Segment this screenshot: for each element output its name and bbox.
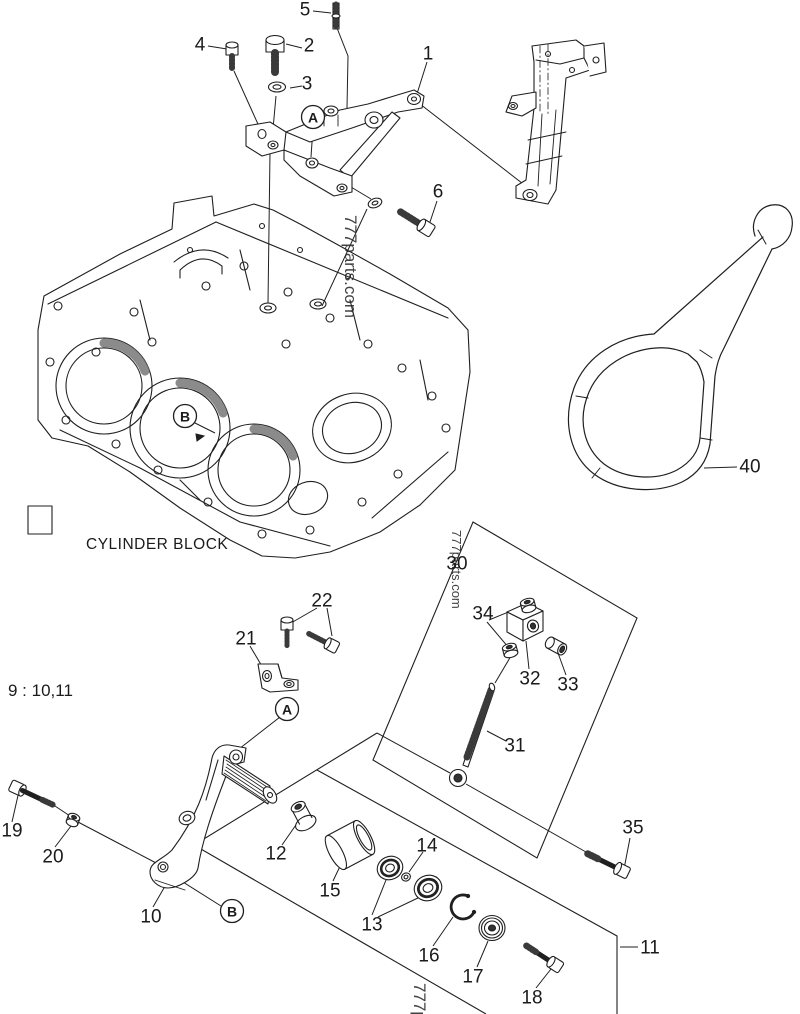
view-marker-a-1: A [274,696,300,722]
stud-5-drawing [331,1,341,31]
block-bolt-holes [45,222,451,539]
washer-14-drawing [401,872,411,882]
nut-34a-drawing [519,597,537,614]
bracket-assembly-drawing [225,1,436,238]
leader-lines [11,10,738,989]
callout-30: 30 [446,554,467,575]
pulley-17-drawing [478,914,506,942]
callout-15: 15 [319,881,340,902]
callout-4: 4 [195,35,206,56]
bearing-13b-drawing [413,874,443,902]
block-32-drawing [506,602,544,642]
callout-6: 6 [433,182,444,203]
callout-32: 32 [519,669,540,690]
callout-13: 13 [361,915,382,936]
callout-11: 11 [640,938,660,959]
callout-14: 14 [416,836,438,857]
pulley-kit-drawing [290,800,631,974]
bolt-6-drawing [395,207,436,238]
callout-40: 40 [739,457,760,478]
callout-1: 1 [423,44,434,65]
callout-10: 10 [140,907,161,928]
sleeve-15-drawing [324,819,376,871]
svg-text:A: A [308,110,318,126]
pulley-parts-box-right [316,769,618,1014]
callout-18: 18 [521,988,542,1009]
view-markers: A A B B [172,104,326,924]
bolt-22a-drawing [280,616,294,649]
callout-34: 34 [472,604,494,625]
callout-16: 16 [418,946,439,967]
belt-drawing [567,204,793,491]
nut-34b-drawing [501,642,519,659]
callout-33: 33 [557,675,578,696]
svg-text:A: A [282,702,292,718]
view-b-arrowhead [195,433,206,442]
bolt-4-drawing [225,41,239,73]
callout-31: 31 [504,736,525,757]
callout-22: 22 [311,591,332,612]
view-marker-a-0: A [300,104,326,130]
callout-21: 21 [235,629,256,650]
mount-bracket-drawing [505,39,607,205]
cylinder-block-label: CYLINDER BLOCK [86,536,228,553]
washer-3-drawing [267,81,287,93]
assembly-note: 9 : 10,11 [8,681,73,700]
callout-20: 20 [42,847,63,868]
tensioner-arm-drawing [8,744,278,891]
svg-text:B: B [227,904,237,920]
view-marker-b-2: B [172,403,198,429]
nut-20-drawing [65,812,81,828]
assembly-boxes [192,521,638,1014]
watermark-top: 777parts.com [341,215,360,318]
watermarks: 777parts.com 777parts.com 777parts.com [341,215,464,1014]
bearing-13a-drawing [376,855,404,881]
callout-35: 35 [622,818,643,839]
callout-2: 2 [304,36,315,57]
callout-17: 17 [462,967,483,988]
watermark-middle: 777parts.com [449,530,464,609]
bushing-33-drawing [544,636,568,656]
snap-ring-16-drawing [449,893,477,921]
bolt-2-drawing [265,34,285,77]
rod-assembly-drawing [448,597,568,788]
bolt-18-drawing [521,941,565,974]
callout-19: 19 [1,821,22,842]
bolt-35-drawing [582,849,631,879]
callout-3: 3 [302,74,313,95]
pivot-bracket-drawing [257,616,341,693]
washer-6-drawing [367,197,383,209]
bolt-19-drawing [8,779,57,808]
bushing-12-drawing [290,800,317,832]
bolt-22b-drawing [306,630,341,654]
cylinder-block-drawing [27,195,471,559]
watermark-bottom: 777parts.com [410,983,429,1014]
svg-text:B: B [180,409,190,425]
view-marker-b-3: B [219,898,245,924]
rod-assembly-box [372,521,638,859]
rod-31-drawing [448,682,496,788]
callout-12: 12 [265,844,286,865]
callout-5: 5 [300,0,311,21]
